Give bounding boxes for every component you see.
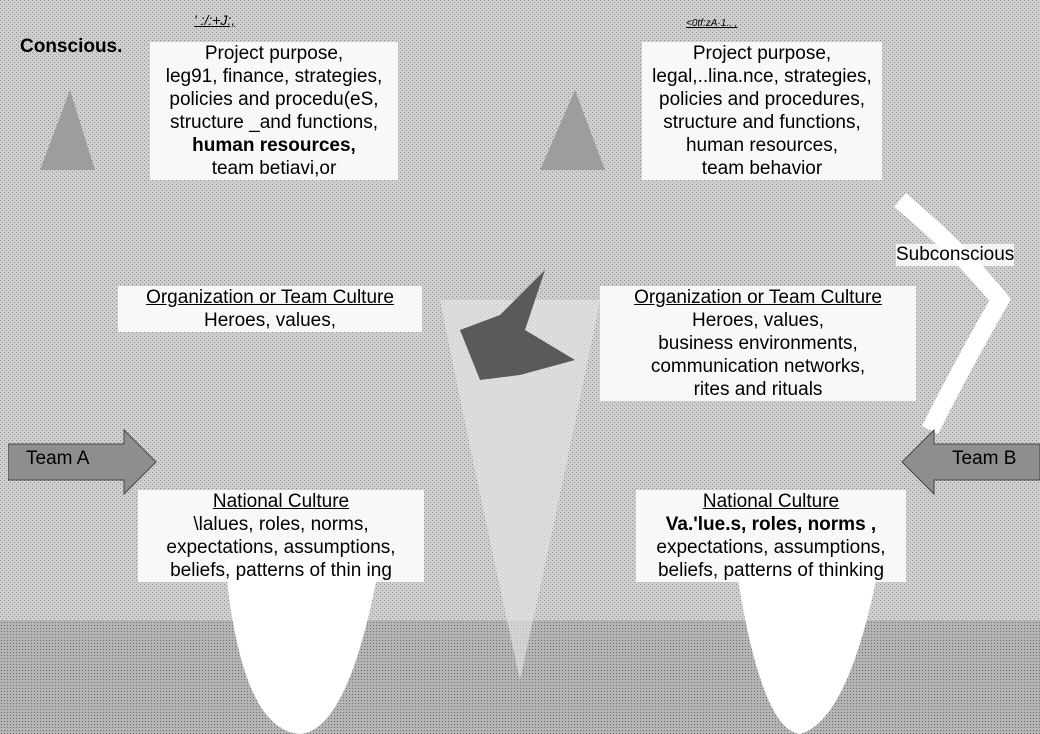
team-a-surface-line: team betiavi,or <box>150 157 398 180</box>
scan-mark-left: ' :/:+J:, <box>194 12 235 28</box>
team-b-national-line: Va.'lue.s, roles, norms , <box>636 513 906 536</box>
team-b-label: Team B <box>952 448 1016 470</box>
team-b-surface-block: Project purpose, legal,..lina.nce, strat… <box>642 42 882 180</box>
conscious-label: Conscious. <box>20 36 122 58</box>
team-a-organization-line: Heroes, values, <box>118 309 422 332</box>
team-b-surface-line: policies and procedures, <box>642 88 882 111</box>
team-b-organization-line: rites and rituals <box>600 378 916 401</box>
team-a-surface-line: policies and procedu(eS, <box>150 88 398 111</box>
team-a-national-line: beliefs, patterns of thin ing <box>138 559 424 582</box>
team-b-organization-heading: Organization or Team Culture <box>600 286 916 309</box>
team-b-surface-line: team behavior <box>642 157 882 180</box>
team-a-organization-block: Organization or Team Culture Heroes, val… <box>118 286 422 332</box>
team-a-surface-block: Project purpose, leg91, finance, strateg… <box>150 42 398 180</box>
team-a-surface-line: structure _and functions, <box>150 111 398 134</box>
team-a-surface-line: leg91, finance, strategies, <box>150 65 398 88</box>
team-b-organization-line: business environments, <box>600 332 916 355</box>
team-a-surface-line: Project purpose, <box>150 42 398 65</box>
team-b-national-line: expectations, assumptions, <box>636 536 906 559</box>
team-a-national-line: expectations, assumptions, <box>138 536 424 559</box>
team-b-national-block: National Culture Va.'lue.s, roles, norms… <box>636 490 906 582</box>
team-b-organization-block: Organization or Team Culture Heroes, val… <box>600 286 916 401</box>
team-b-organization-line: communication networks, <box>600 355 916 378</box>
team-a-label: Team A <box>26 448 89 470</box>
team-a-national-heading: National Culture <box>138 490 424 513</box>
team-b-surface-line: Project purpose, <box>642 42 882 65</box>
team-a-surface-line: human resources, <box>150 134 398 157</box>
team-a-national-block: National Culture \lalues, roles, norms, … <box>138 490 424 582</box>
scan-mark-right: <0tf:zA·1.. , <box>686 18 737 29</box>
team-a-national-line: \lalues, roles, norms, <box>138 513 424 536</box>
team-b-national-line: beliefs, patterns of thinking <box>636 559 906 582</box>
team-b-national-heading: National Culture <box>636 490 906 513</box>
team-b-surface-line: structure and functions, <box>642 111 882 134</box>
team-b-surface-line: legal,..lina.nce, strategies, <box>642 65 882 88</box>
team-b-arrow: Team B <box>900 428 1040 496</box>
team-a-organization-heading: Organization or Team Culture <box>118 286 422 309</box>
subconscious-label: Subconscious <box>896 244 1014 266</box>
team-b-organization-line: Heroes, values, <box>600 309 916 332</box>
team-a-arrow: Team A <box>8 428 158 496</box>
team-b-surface-line: human resources, <box>642 134 882 157</box>
